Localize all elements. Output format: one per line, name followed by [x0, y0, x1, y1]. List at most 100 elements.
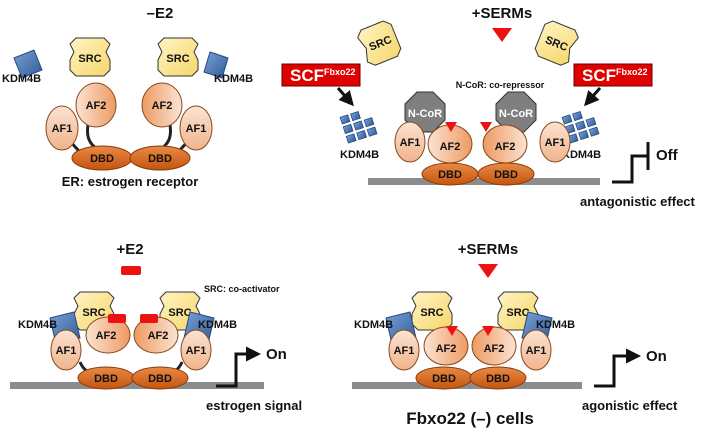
panel-no-e2: –E2 SRC SRC KDM4B KDM4B AF2 AF1 DBD: [2, 5, 253, 189]
estrogen-ligand: [140, 314, 158, 323]
svg-text:SRC: SRC: [420, 307, 443, 319]
transcription-state: On: [266, 346, 287, 363]
serm-ligand: [482, 326, 494, 336]
kdm4b-label: KDM4B: [2, 73, 41, 85]
svg-text:N-CoR: N-CoR: [499, 108, 533, 120]
af2-domain: [471, 326, 517, 366]
promoter-on-arrow: [594, 348, 641, 388]
kdm4b-label: KDM4B: [354, 319, 393, 331]
kdm4b-label: KDM4B: [536, 319, 575, 331]
svg-text:AF1: AF1: [186, 123, 207, 135]
kdm4b-fragment: [578, 130, 590, 141]
dbd-domain: [477, 162, 535, 186]
degradation-arrow: [584, 87, 602, 107]
estrogen-receptor-right: AF2 AF1 DBD: [129, 82, 213, 171]
src-label: SRC: [78, 53, 101, 65]
kdm4b-block-left: [13, 49, 43, 79]
panel-title: +SERMs: [458, 241, 518, 258]
src-coactivator-right: SRC: [157, 37, 199, 77]
svg-text:AF1: AF1: [526, 345, 547, 357]
kdm4b-label: KDM4B: [562, 149, 601, 161]
svg-text:N-CoR: N-CoR: [408, 108, 442, 120]
svg-text:AF1: AF1: [400, 137, 421, 149]
kdm4b-fragment: [353, 120, 364, 131]
af1-domain: [45, 105, 79, 151]
svg-text:DBD: DBD: [90, 153, 114, 165]
panel-serms-agonist: +SERMs SRC SRC KDM4B KDM4B AF1 AF1 AF2 A…: [352, 241, 678, 428]
src-detached-left: SRC: [357, 20, 402, 66]
src-note: SRC: co-activator: [204, 284, 280, 294]
kdm4b-fragment: [572, 110, 583, 122]
af2-domain: [423, 326, 469, 366]
svg-text:AF2: AF2: [96, 330, 117, 342]
panel-caption: estrogen signal: [206, 398, 302, 413]
panel-caption: ER: estrogen receptor: [62, 174, 199, 189]
serm-ligand: [492, 28, 512, 42]
kdm4b-fragment: [366, 126, 378, 137]
af1-domain: [179, 105, 213, 151]
svg-text:AF2: AF2: [152, 100, 173, 112]
kdm4b-fragment: [588, 126, 600, 137]
af1-domain: [50, 329, 82, 371]
serm-ligand: [478, 264, 498, 278]
kdm4b-fragment: [561, 114, 573, 125]
panel-serms-antagonist: +SERMs SRC SRC SCFFbxo22 SCFFbxo22 KDM4B…: [281, 5, 696, 209]
svg-text:AF1: AF1: [186, 345, 207, 357]
src-label: SRC: [166, 53, 189, 65]
estrogen-ligand: [108, 314, 126, 323]
svg-text:AF2: AF2: [495, 141, 516, 153]
svg-text:SRC: SRC: [168, 307, 191, 319]
serm-ligand: [480, 122, 492, 132]
af2-domain: [141, 82, 183, 128]
dbd-domain: [131, 366, 189, 390]
panel-title: +SERMs: [472, 5, 532, 22]
svg-text:DBD: DBD: [148, 373, 172, 385]
scf-fbxo22-right: SCFFbxo22: [573, 63, 653, 87]
kdm4b-fragment: [363, 117, 375, 128]
kdm4b-label: KDM4B: [214, 73, 253, 85]
src-coactivator-left: SRC: [69, 37, 111, 77]
svg-text:DBD: DBD: [438, 169, 462, 181]
scf-fbxo22-left: SCFFbxo22: [281, 63, 361, 87]
af1-domain: [388, 329, 420, 371]
ncor-corepressor-right: [495, 91, 537, 133]
svg-text:SRC: SRC: [82, 307, 105, 319]
er-dimer-agonist: AF1 AF1 AF2 AF2 DBD DBD: [388, 326, 552, 390]
svg-text:DBD: DBD: [94, 373, 118, 385]
promoter-off-symbol: [612, 142, 650, 184]
kdm4b-fragment: [350, 110, 361, 122]
src-coactivator-left: SRC: [411, 291, 453, 331]
svg-text:DBD: DBD: [494, 169, 518, 181]
kdm4b-fragment: [585, 117, 597, 128]
promoter-on-arrow: [216, 346, 261, 388]
dna-strand: [10, 382, 264, 389]
svg-text:AF1: AF1: [394, 345, 415, 357]
panel-title: +E2: [116, 241, 143, 258]
kdm4b-label: KDM4B: [340, 149, 379, 161]
dbd-domain: [129, 145, 191, 171]
svg-text:AF2: AF2: [148, 330, 169, 342]
svg-text:SCFFbxo22: SCFFbxo22: [582, 66, 648, 85]
svg-text:AF1: AF1: [56, 345, 77, 357]
dna-strand: [352, 382, 582, 389]
panel-caption: antagonistic effect: [580, 194, 696, 209]
estrogen-receptor-left: AF2 AF1 DBD: [45, 82, 133, 171]
svg-text:AF2: AF2: [436, 343, 457, 355]
degradation-arrow: [336, 87, 354, 107]
kdm4b-fragment: [345, 133, 357, 144]
transcription-state: On: [646, 348, 667, 365]
svg-text:AF1: AF1: [545, 137, 566, 149]
ncor-note: N-CoR: co-repressor: [456, 80, 545, 90]
af1-domain: [520, 329, 552, 371]
estrogen-ligand: [121, 266, 141, 275]
serm-ligand: [446, 326, 458, 336]
kdm4b-fragment: [339, 114, 351, 125]
svg-text:SCFFbxo22: SCFFbxo22: [290, 66, 356, 85]
panel-footer: Fbxo22 (–) cells: [406, 409, 534, 428]
kdm4b-fragments-right: [561, 110, 600, 144]
src-detached-right: SRC: [534, 20, 579, 66]
kdm4b-fragment: [356, 130, 368, 141]
kdm4b-fragments-left: [339, 110, 378, 144]
af1-domain: [539, 121, 571, 163]
